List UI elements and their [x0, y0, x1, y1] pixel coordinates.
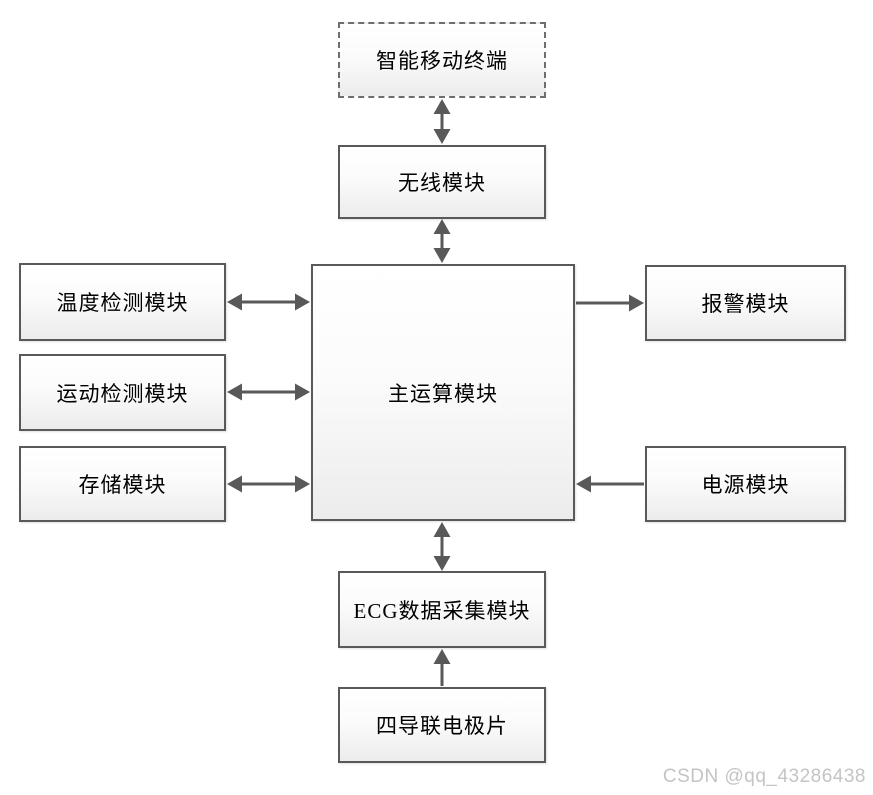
node-wireless-module-label: 无线模块 [398, 171, 486, 195]
node-four-lead-electrode: 四导联电极片 [338, 687, 546, 763]
node-alarm-module-label: 报警模块 [701, 292, 790, 316]
edge-temperature-main [227, 293, 310, 311]
node-temperature-detection-module-label: 温度检测模块 [56, 291, 189, 315]
node-alarm-module: 报警模块 [645, 265, 846, 341]
node-ecg-data-acquisition-module-label: ECG数据采集模块 [353, 598, 531, 623]
node-storage-module: 存储模块 [19, 446, 226, 522]
edge-main-ecg [433, 522, 451, 571]
edge-power-main [576, 475, 644, 493]
node-main-computing-module-label: 主运算模块 [388, 381, 498, 406]
edge-storage-main [227, 475, 310, 493]
node-power-module: 电源模块 [645, 446, 846, 522]
node-ecg-data-acquisition-module: ECG数据采集模块 [338, 571, 546, 648]
node-storage-module-label: 存储模块 [78, 473, 167, 497]
edge-main-alarm [576, 294, 644, 312]
node-four-lead-electrode-label: 四导联电极片 [376, 714, 508, 738]
node-motion-detection-module-label: 运动检测模块 [56, 381, 189, 406]
edge-terminal-wireless [433, 99, 451, 144]
node-temperature-detection-module: 温度检测模块 [19, 263, 226, 341]
node-power-module-label: 电源模块 [701, 473, 790, 497]
node-smart-mobile-terminal-label: 智能移动终端 [376, 49, 508, 73]
edge-wireless-main [433, 219, 451, 263]
edge-motion-main [227, 383, 310, 401]
node-smart-mobile-terminal: 智能移动终端 [338, 22, 546, 98]
watermark: CSDN @qq_43286438 [662, 766, 866, 787]
node-main-computing-module: 主运算模块 [311, 264, 575, 521]
node-motion-detection-module: 运动检测模块 [19, 354, 226, 431]
edge-electrode-ecg [433, 649, 451, 686]
node-wireless-module: 无线模块 [338, 145, 546, 219]
